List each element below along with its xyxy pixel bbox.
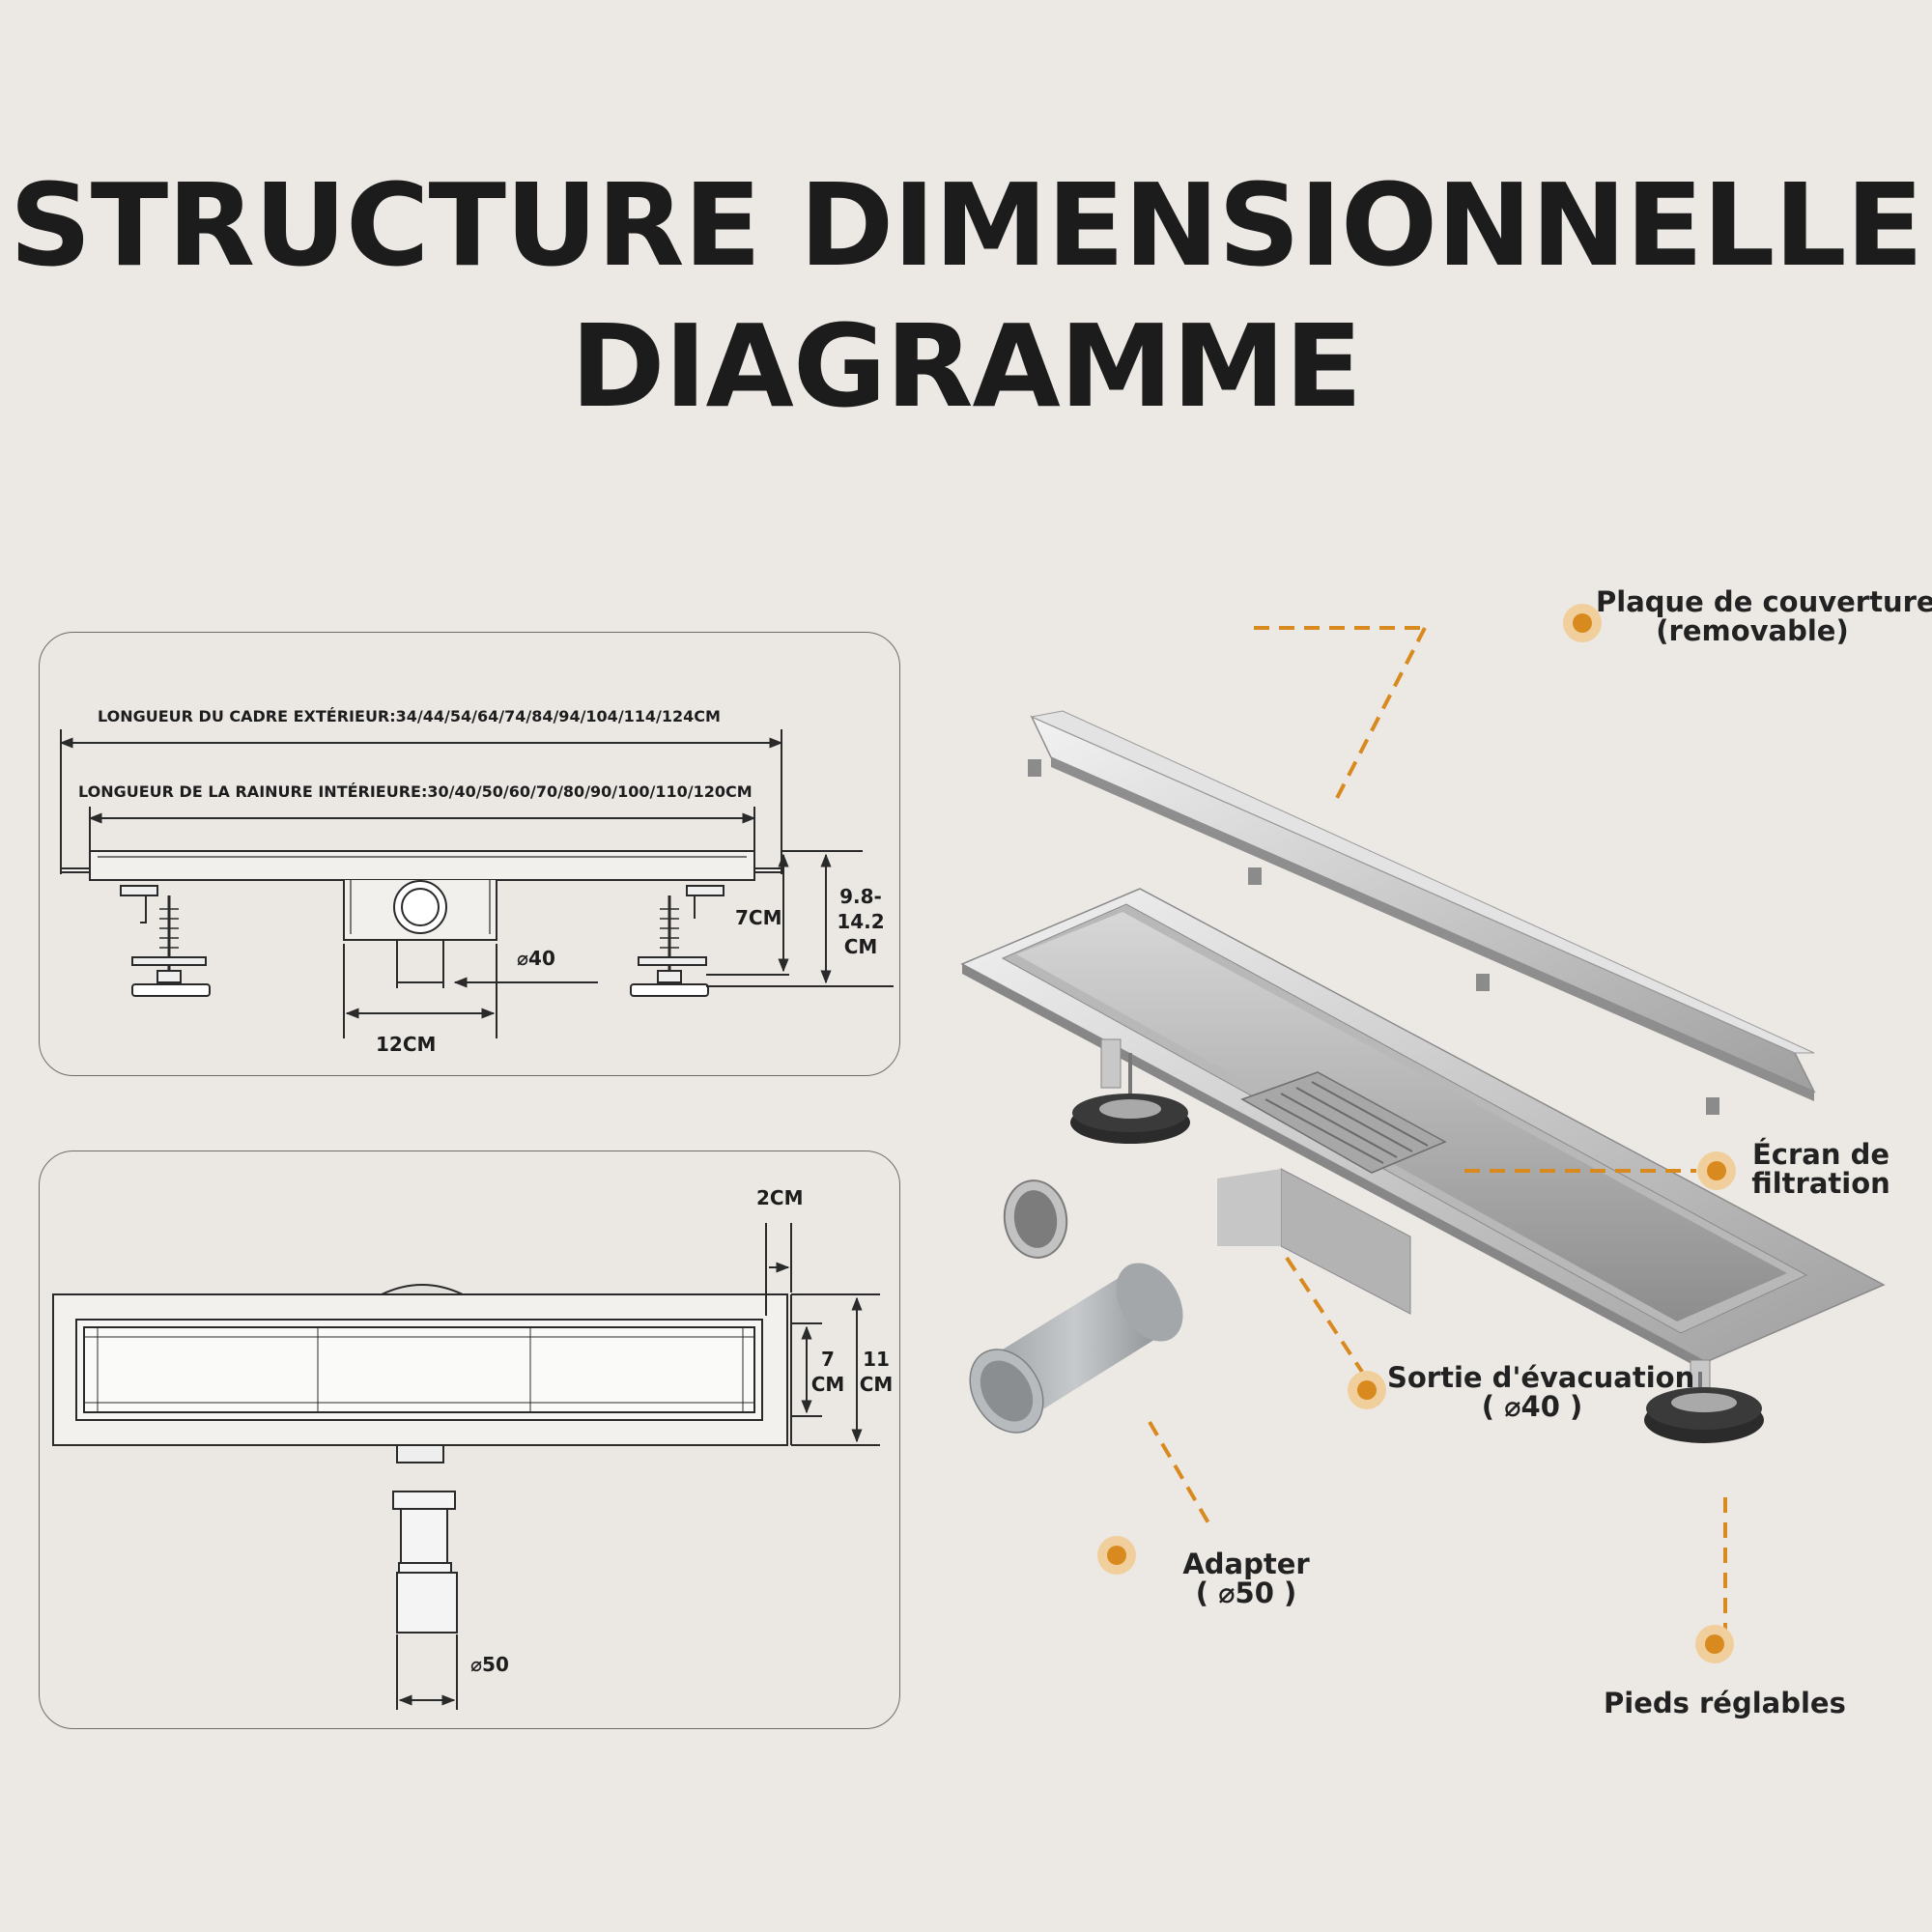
cover-label-1: Plaque de couverture — [1596, 585, 1932, 618]
title-line-1: STRUCTURE DIMENSIONNELLE — [9, 158, 1924, 292]
channel — [960, 888, 1886, 1372]
filter-label-1: Écran de — [1751, 1138, 1890, 1171]
outlet-label-1: Sortie d'évacuation — [1387, 1361, 1695, 1394]
product-illustration — [960, 626, 1886, 1642]
callout-outlet: Sortie d'évacuation ( ⌀40 ) — [1387, 1361, 1695, 1423]
outlet-label-2: ( ⌀40 ) — [1481, 1390, 1583, 1423]
outlet-diameter-label: ⌀40 — [517, 947, 555, 970]
height-label-2: 14.2 — [837, 910, 884, 933]
adapter-drawing — [392, 1491, 458, 1634]
callout-feet: Pieds réglables — [1604, 1687, 1846, 1719]
height-label-3: CM — [844, 935, 878, 958]
inner-width-label-1: 7 — [821, 1348, 835, 1371]
side-view-drawing: LONGUEUR DU CADRE EXTÉRIEUR:34/44/54/64/… — [59, 707, 894, 1056]
right-foot — [630, 885, 724, 997]
cover-plate — [1028, 710, 1816, 1115]
outlet-width-label: 12CM — [376, 1033, 436, 1056]
top-view-drawing: 2CM 7 CM 11 CM ⌀50 — [52, 1186, 894, 1710]
leader-lines — [1148, 626, 1727, 1642]
right-adjustable-foot — [1644, 1359, 1764, 1443]
feet-label: Pieds réglables — [1604, 1687, 1846, 1719]
outer-width-label-2: CM — [860, 1373, 894, 1396]
filter-screen — [1240, 1071, 1447, 1174]
top-view-panel: 2CM 7 CM 11 CM ⌀50 — [39, 1151, 900, 1729]
edge-label: 2CM — [756, 1186, 804, 1209]
height-label-1: 9.8- — [839, 885, 882, 908]
depth-label: 7CM — [735, 906, 782, 929]
callout-cover-plate: Plaque de couverture (removable) — [1596, 585, 1932, 647]
inner-width-label-2: CM — [811, 1373, 845, 1396]
page-title: STRUCTURE DIMENSIONNELLE DIAGRAMME — [0, 155, 1932, 437]
outer-width-label-1: 11 — [863, 1348, 890, 1371]
title-line-2: DIAGRAMME — [570, 299, 1363, 433]
adapter-label-1: Adapter — [1182, 1548, 1310, 1580]
adapter-diameter-label: ⌀50 — [470, 1653, 509, 1676]
adapter-label-2: ( ⌀50 ) — [1195, 1577, 1297, 1609]
cover-label-2: (removable) — [1656, 614, 1849, 647]
callout-filter-screen: Écran de filtration — [1739, 1140, 1903, 1198]
channel-body — [89, 850, 755, 881]
outlet — [1003, 1168, 1411, 1315]
outer-length-label: LONGUEUR DU CADRE EXTÉRIEUR:34/44/54/64/… — [98, 707, 721, 725]
inner-length-label: LONGUEUR DE LA RAINURE INTÉRIEURE:30/40/… — [78, 782, 753, 801]
filter-label-2: filtration — [1751, 1167, 1890, 1200]
adapter — [969, 1263, 1183, 1434]
side-view-panel: LONGUEUR DU CADRE EXTÉRIEUR:34/44/54/64/… — [39, 632, 900, 1076]
left-adjustable-foot — [1070, 1038, 1190, 1144]
callout-adapter: Adapter ( ⌀50 ) — [1169, 1549, 1323, 1607]
left-foot — [120, 885, 211, 997]
